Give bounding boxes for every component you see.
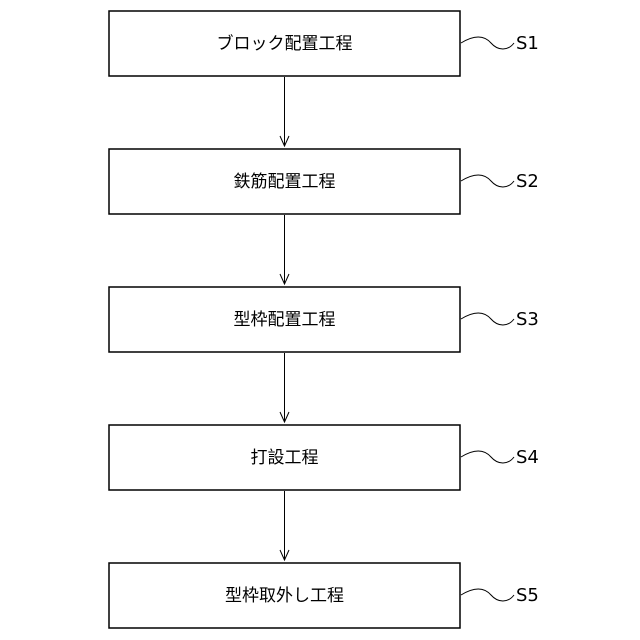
- step-4-leader-line: [461, 451, 514, 463]
- arrow-1-to-2: [280, 77, 289, 146]
- arrow-2-to-3: [280, 215, 289, 284]
- step-3-label: 型枠配置工程: [234, 310, 336, 330]
- step-3-leader-line: [461, 313, 514, 325]
- step-1: ブロック配置工程 S1: [109, 11, 539, 76]
- step-4-label: 打設工程: [251, 448, 319, 468]
- step-5-code: S5: [516, 585, 539, 606]
- step-3: 型枠配置工程 S3: [109, 287, 539, 352]
- step-5-label: 型枠取外し工程: [225, 586, 344, 606]
- step-2-leader-line: [461, 175, 514, 187]
- step-3-code: S3: [516, 309, 539, 330]
- step-5-leader-line: [461, 589, 514, 601]
- step-5: 型枠取外し工程 S5: [109, 563, 539, 628]
- step-2: 鉄筋配置工程 S2: [109, 149, 539, 214]
- step-1-label: ブロック配置工程: [217, 33, 353, 54]
- arrow-3-to-4: [280, 353, 289, 422]
- arrow-4-to-5: [280, 491, 289, 560]
- step-2-label: 鉄筋配置工程: [234, 172, 336, 192]
- step-2-code: S2: [516, 171, 539, 192]
- step-1-code: S1: [516, 33, 539, 54]
- step-4: 打設工程 S4: [109, 425, 539, 490]
- step-4-code: S4: [516, 447, 539, 468]
- step-1-leader-line: [461, 37, 514, 49]
